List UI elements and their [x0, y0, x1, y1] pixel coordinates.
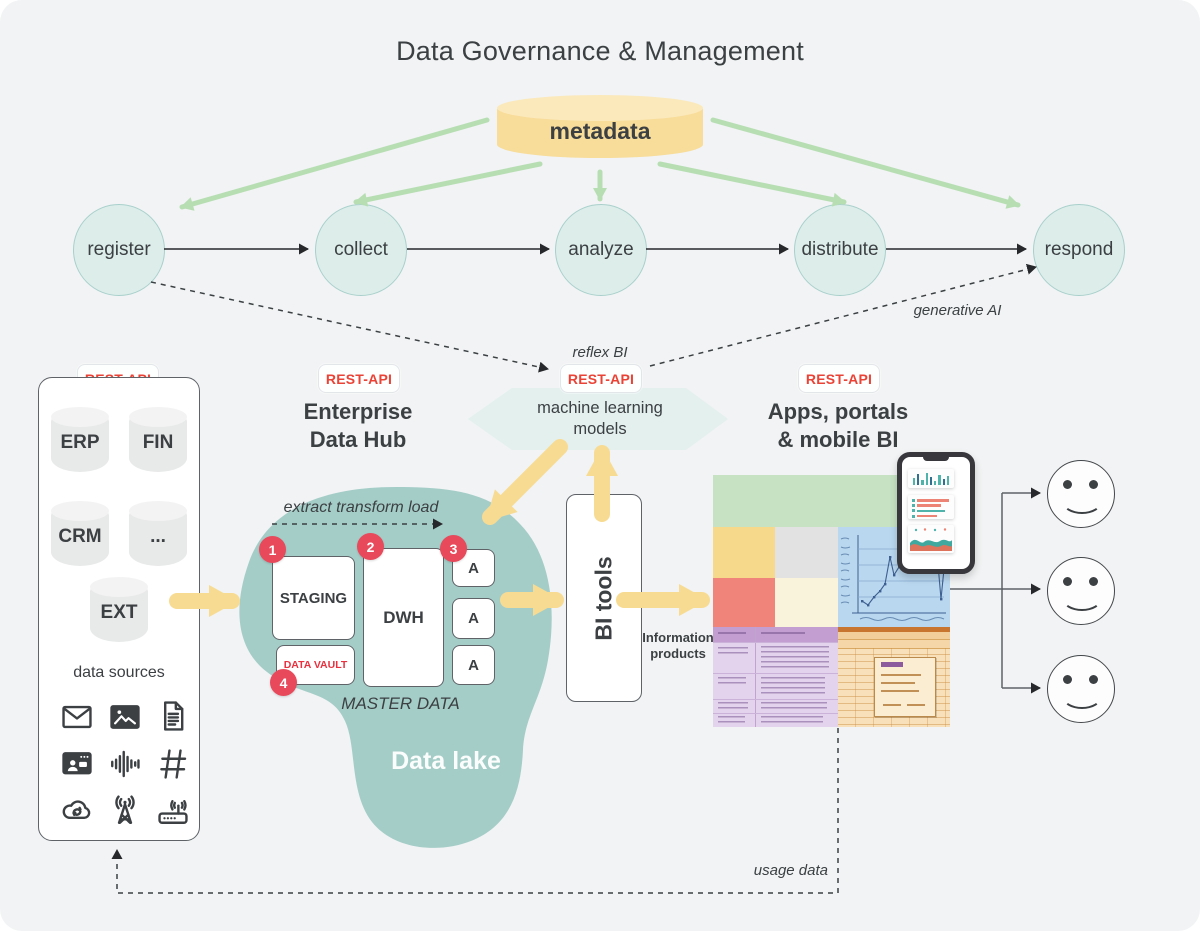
mart-box-2: A	[452, 598, 495, 639]
phone-area-chart	[908, 525, 954, 553]
data-vault-box: DATA VAULT	[276, 645, 355, 685]
phone-notch	[923, 456, 949, 461]
rest-api-badge-ml: REST-API	[560, 364, 642, 393]
mobile-phone	[897, 452, 975, 574]
phone-bar-chart	[908, 469, 954, 488]
treemap-gray-tile	[775, 527, 838, 578]
dwh-box: DWH	[363, 548, 444, 687]
source-erp: ERP	[51, 407, 109, 472]
source-fin: FIN	[129, 407, 187, 472]
hashtag-icon	[156, 747, 190, 781]
treemap-yellow-tile	[713, 527, 775, 578]
phone-hbar-chart	[908, 495, 954, 519]
audio-wave-icon	[108, 747, 142, 781]
data-lake-label: Data lake	[391, 747, 501, 775]
source-more: ...	[129, 501, 187, 566]
spreadsheet-screenshot	[838, 627, 950, 727]
treemap-cream-tile	[775, 578, 838, 627]
data-sources-label: data sources	[73, 664, 165, 681]
radio-tower-icon	[108, 793, 142, 827]
data-sources-panel: ERP FIN CRM ... EXT data sources	[38, 377, 200, 841]
video-call-icon	[60, 747, 94, 781]
usage-data-label: usage data	[753, 862, 828, 879]
spreadsheet-dialog	[874, 657, 936, 717]
badge-2: 2	[357, 533, 384, 560]
rest-api-badge-hub: REST-API	[318, 364, 400, 393]
staging-box: STAGING	[272, 556, 355, 640]
generative-ai-label: generative AI	[913, 302, 1002, 319]
ml-models-label: machine learning models	[537, 399, 663, 438]
metadata-cylinder: metadata	[497, 95, 703, 158]
email-icon	[60, 700, 94, 734]
user-smiley-1	[1047, 460, 1115, 528]
page-title: Data Governance & Management	[396, 36, 804, 66]
reflex-bi-label: reflex BI	[572, 344, 628, 361]
metadata-label: metadata	[549, 118, 651, 144]
apps-title: Apps, portals & mobile BI	[767, 399, 909, 452]
user-smiley-2	[1047, 557, 1115, 625]
source-crm: CRM	[51, 501, 109, 566]
information-products-label: Information products	[642, 630, 714, 661]
master-data-label: MASTER DATA	[341, 694, 460, 713]
mart-box-3: A	[452, 645, 495, 685]
badge-1: 1	[259, 536, 286, 563]
treemap-red-tile	[713, 578, 775, 627]
document-icon	[156, 699, 190, 733]
mart-box-1: A	[452, 549, 495, 587]
table-screenshot	[713, 627, 838, 727]
source-ext: EXT	[90, 577, 148, 642]
step-distribute: distribute	[794, 204, 886, 296]
etl-label: extract transform load	[283, 499, 439, 516]
step-respond: respond	[1033, 204, 1125, 296]
dashboard-collage	[713, 475, 950, 727]
step-analyze: analyze	[555, 204, 647, 296]
router-icon	[156, 793, 190, 827]
user-smiley-3	[1047, 655, 1115, 723]
cloud-sync-icon	[60, 793, 94, 827]
bi-tools-box: BI tools	[566, 494, 642, 702]
rest-api-badge-apps: REST-API	[798, 364, 880, 393]
badge-3: 3	[440, 535, 467, 562]
data-hub-title: Enterprise Data Hub	[303, 399, 413, 452]
image-icon	[108, 700, 142, 734]
step-collect: collect	[315, 204, 407, 296]
badge-4: 4	[270, 669, 297, 696]
step-register: register	[73, 204, 165, 296]
